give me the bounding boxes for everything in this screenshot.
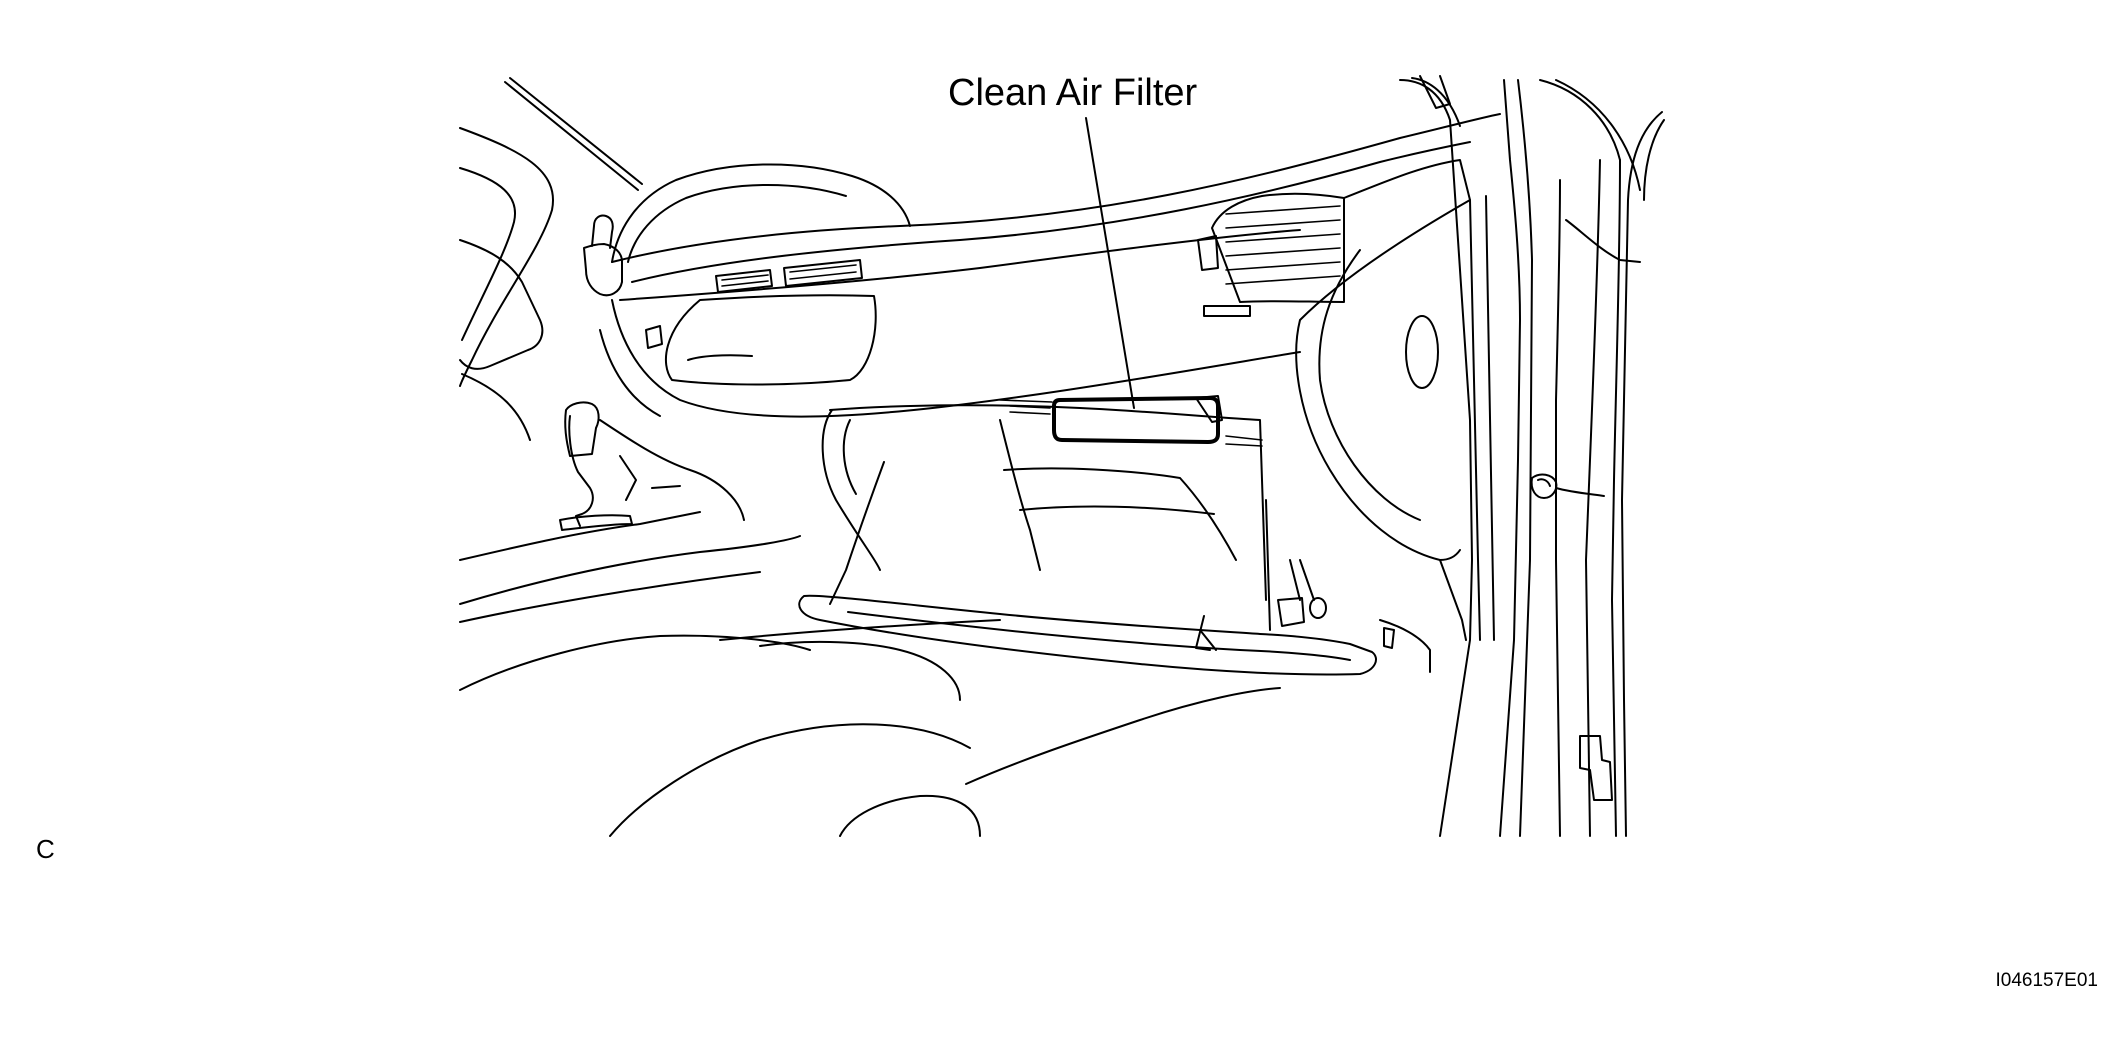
filter-housing-top [999, 399, 1053, 403]
vent-slat [1225, 233, 1341, 243]
center-vent-right [783, 259, 863, 287]
vent-slat [1225, 275, 1341, 285]
callout-leader [1085, 117, 1135, 409]
door-inner-panel-3 [1555, 179, 1561, 837]
steering-column-lower [461, 373, 531, 441]
clean-air-filter-tab [1195, 395, 1223, 423]
door-check-cover [1565, 219, 1641, 263]
glovebox-stay [1195, 615, 1211, 651]
console-lower [459, 571, 761, 623]
vent-control-tab [1197, 235, 1219, 271]
kick-panel [1379, 619, 1431, 673]
seat-cushion-front [609, 723, 971, 837]
door-window-edge-2 [1517, 79, 1533, 837]
vent-slat [721, 274, 769, 281]
filter-housing-right [1225, 435, 1263, 447]
floor-line [719, 619, 1001, 641]
glovebox-damper-arm2 [1289, 559, 1301, 601]
windshield-edge [509, 77, 643, 185]
center-panel-slot [687, 354, 753, 361]
glovebox-damper-arm [1299, 559, 1315, 601]
vent-slat [1225, 219, 1341, 229]
steering-wheel [459, 127, 555, 387]
vent-slat [721, 280, 769, 287]
seat-bolster [839, 794, 981, 837]
filter-housing-lines [1009, 405, 1051, 415]
door-frame-strip [1469, 199, 1481, 641]
kick-panel-bolt [1383, 627, 1395, 649]
door-window-edge [1499, 79, 1521, 837]
console-front-arc [599, 419, 745, 521]
door-inner-panel-4 [1585, 159, 1601, 837]
door-lock-striker-inner [1537, 478, 1551, 487]
seat-cushion-edge [759, 640, 961, 701]
door-outer-skin-2 [1643, 119, 1665, 201]
shift-lever [568, 415, 594, 527]
center-panel [665, 294, 877, 386]
door-inner-panel [1539, 79, 1621, 161]
vent-slat [1225, 261, 1341, 271]
vent-lower-knob [1203, 305, 1251, 317]
console-side [459, 511, 701, 561]
vent-slat [789, 271, 857, 280]
dash-end-speaker [1405, 315, 1439, 389]
clean-air-filter-label: Clean Air Filter [948, 72, 1198, 114]
dashboard-top [611, 113, 1501, 263]
glovebox-interior-floor [1019, 505, 1215, 515]
windshield-edge-inner [504, 81, 639, 191]
center-vent-left [715, 269, 773, 293]
glovebox-interior-back [1003, 467, 1237, 561]
vent-slat [1225, 205, 1341, 215]
dashboard-lower-sweep [619, 229, 1301, 301]
a-pillar-trim [1439, 559, 1467, 641]
shift-lever-knob [564, 401, 600, 457]
door-frame-outer [1399, 79, 1473, 837]
lower-dash-arc-outer [599, 329, 661, 417]
meter-hood-inner [627, 184, 847, 263]
dashboard-top-inner [631, 141, 1471, 283]
steering-wheel-inner [459, 167, 517, 341]
glovebox-opening-inner [842, 419, 857, 495]
console-top-rail [459, 535, 801, 605]
glovebox-door-lower [798, 594, 1377, 676]
door-lock-wire [1555, 487, 1605, 497]
glovebox-damper-knob [1309, 597, 1327, 619]
glovebox-door-hinge [1199, 629, 1217, 651]
door-lock-striker [1530, 473, 1558, 499]
dash-end-panel [1295, 159, 1471, 561]
door-frame-strip-2 [1485, 195, 1495, 641]
door-hinge-top [1419, 75, 1451, 109]
glovebox-door-right [1265, 499, 1271, 631]
glovebox-door-inner-edge [847, 611, 1351, 661]
door-outer-skin [1621, 111, 1663, 837]
vent-slat [789, 264, 857, 273]
dash-end-panel-inner [1318, 249, 1421, 521]
door-frame-outer-2 [1411, 77, 1461, 127]
figure-code: I046157E01 [1995, 970, 2099, 991]
seat-cushion [459, 634, 811, 691]
shift-gate [559, 514, 633, 531]
seat-crease [965, 687, 1281, 785]
door-sill-detail [1579, 735, 1613, 801]
steering-column [459, 239, 544, 370]
center-panel-left-button [645, 325, 663, 349]
meter-hood [611, 163, 911, 263]
door-seal [1611, 159, 1621, 837]
glovebox-door [829, 461, 885, 605]
console-bracket [619, 455, 637, 501]
glovebox-opening-left [821, 409, 881, 571]
corner-letter: C [36, 834, 55, 864]
door-inner-panel-2 [1555, 79, 1641, 191]
lower-dash-arc [611, 299, 1301, 418]
ignition-key-top [591, 214, 614, 249]
console-small-slot [651, 485, 681, 489]
glovebox-interior [999, 419, 1041, 571]
glovebox-damper [1277, 597, 1305, 627]
right-vent-housing [1211, 192, 1345, 303]
ignition-key [583, 243, 623, 297]
clean-air-filter [1052, 396, 1220, 444]
vent-slat [1225, 247, 1341, 257]
